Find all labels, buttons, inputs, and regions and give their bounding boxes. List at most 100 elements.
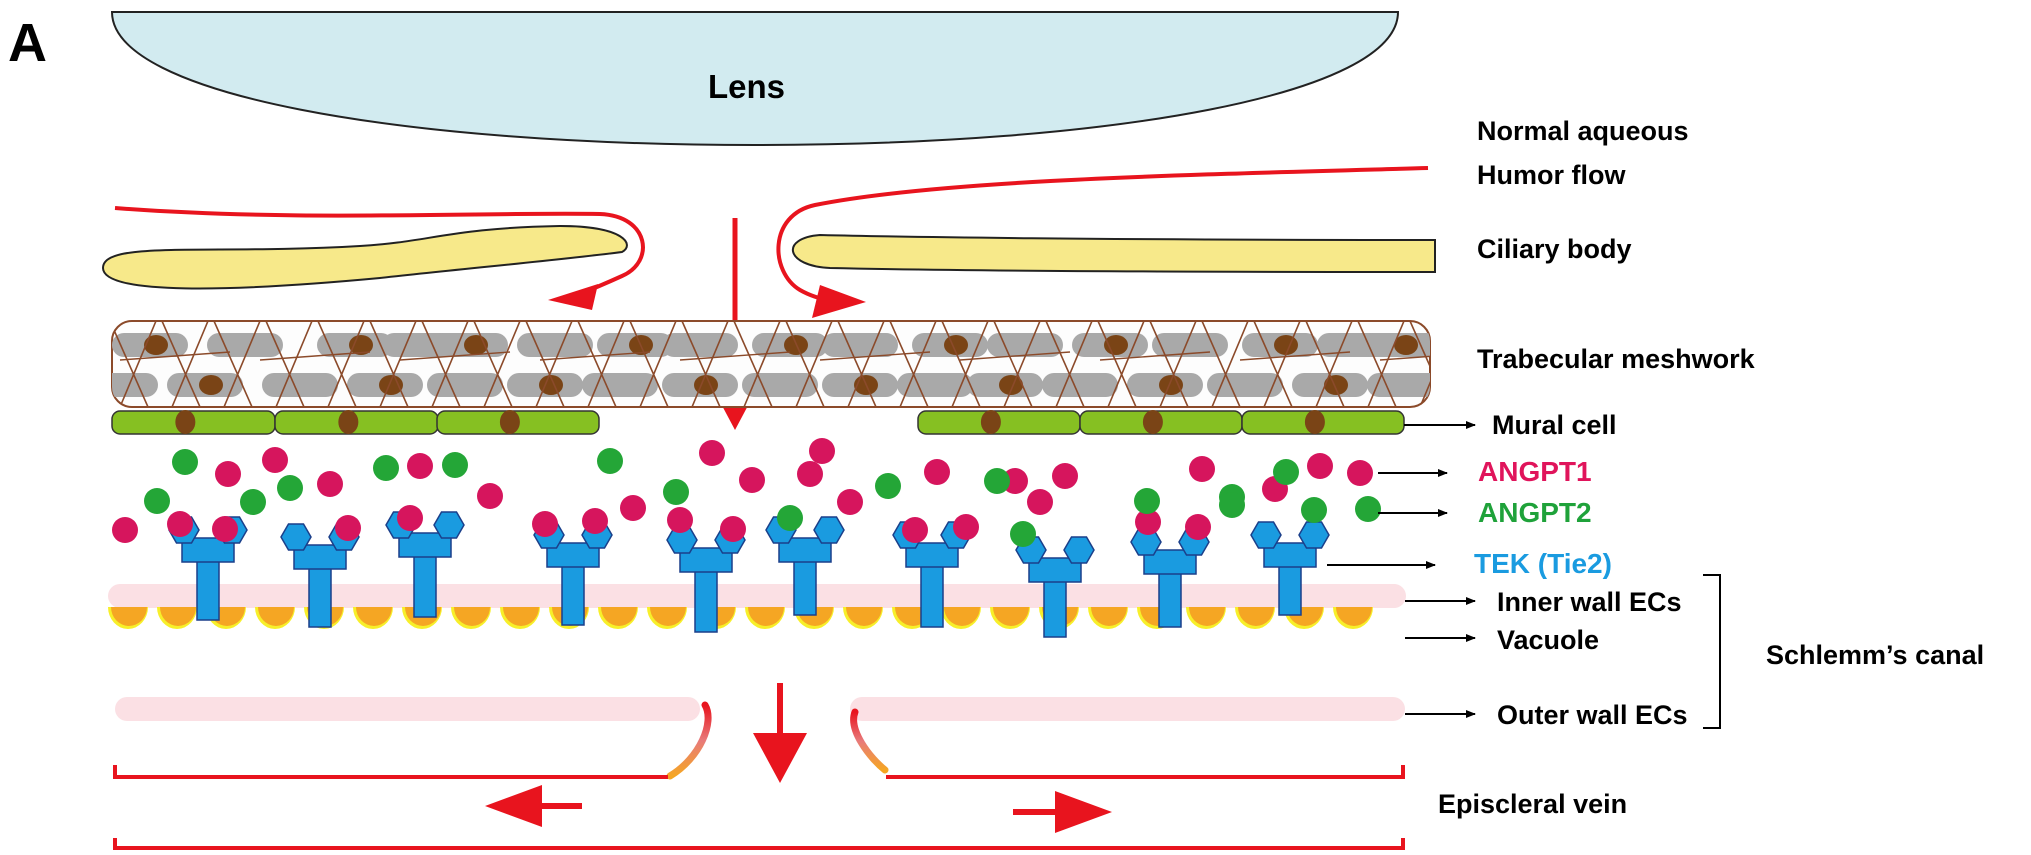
mural-nucleus: [175, 410, 196, 434]
vacuole: [601, 607, 637, 626]
angpt1-molecule: [1135, 509, 1161, 535]
trabecular-cell: [1367, 373, 1430, 397]
tek-stem: [1158, 565, 1182, 628]
trabecular-meshwork-label: Trabecular meshwork: [1477, 344, 1755, 374]
angpt1-molecule: [1052, 463, 1078, 489]
angpt1-molecule: [1189, 456, 1215, 482]
trabecular-nucleus: [1394, 335, 1418, 355]
episcleral-vein: [113, 765, 1405, 850]
angpt1-molecule: [112, 517, 138, 543]
trabecular-beam: [1419, 321, 1430, 407]
tek-arm: [280, 523, 312, 551]
trabecular-beam: [679, 351, 791, 361]
trabecular-cell: [517, 333, 593, 357]
angpt2-label: ANGPT2: [1478, 497, 1592, 528]
trabecular-beam: [1367, 321, 1405, 407]
angpt1-molecule: [407, 453, 433, 479]
trabecular-beam: [1107, 321, 1145, 407]
angpt1-molecule: [167, 511, 193, 537]
schlemms-canal-bracket: [1703, 574, 1721, 729]
angpt1-molecule: [397, 505, 423, 531]
trabecular-nucleus: [1159, 375, 1183, 395]
vacuole: [503, 607, 539, 626]
angpt2-molecule: [1134, 488, 1160, 514]
angpt1-molecule: [667, 507, 693, 533]
angpt2-molecule: [373, 455, 399, 481]
trabecular-cell: [742, 373, 818, 397]
trabecular-beam: [1159, 321, 1197, 407]
trabecular-nucleus: [199, 375, 223, 395]
angpt1-molecule: [809, 438, 835, 464]
angpt2-molecule: [240, 489, 266, 515]
trabecular-beam: [785, 321, 825, 407]
trabecular-beam: [473, 321, 513, 407]
trabecular-cell: [262, 373, 338, 397]
trabecular-beam: [847, 321, 885, 407]
trabecular-beam: [837, 321, 877, 407]
vacuole: [1336, 607, 1372, 626]
angpt1-molecule: [699, 440, 725, 466]
trabecular-beam: [795, 321, 833, 407]
trabecular-beam: [941, 321, 981, 407]
vacuole: [258, 607, 294, 626]
trabecular-beam: [112, 321, 149, 407]
trabecular-nucleus: [1324, 375, 1348, 395]
angpt1-molecule: [212, 516, 238, 542]
trabecular-beam: [1097, 321, 1137, 407]
vacuole: [846, 607, 882, 626]
trabecular-cell: [662, 333, 738, 357]
trabecular-beam: [1099, 351, 1211, 361]
trabecular-beam: [1305, 321, 1345, 407]
trabecular-beam: [1055, 321, 1093, 407]
vacuole: [1238, 607, 1274, 626]
angpt2-molecule: [663, 479, 689, 505]
trabecular-beam: [421, 321, 461, 407]
angpt1-molecule: [924, 459, 950, 485]
vacuole-label: Vacuole: [1497, 625, 1600, 655]
trabecular-beam: [959, 351, 1071, 361]
trabecular-beam: [743, 321, 781, 407]
trabecular-beam: [819, 351, 931, 361]
angpt1-molecule: [477, 483, 503, 509]
trabecular-beam: [161, 321, 201, 407]
trabecular-beam: [1315, 321, 1353, 407]
angpt1-molecule: [262, 447, 288, 473]
angpt1-molecule: [532, 511, 558, 537]
angpt2-molecule: [442, 452, 468, 478]
trabecular-nucleus: [1274, 335, 1298, 355]
angpt1-molecule: [1027, 489, 1053, 515]
trabecular-beam: [733, 321, 773, 407]
angpt1-molecule: [317, 471, 343, 497]
angpt1-molecule: [739, 467, 765, 493]
trabecular-nucleus: [999, 375, 1023, 395]
trabecular-beam: [317, 321, 357, 407]
trabecular-beam: [399, 351, 511, 361]
vacuole: [993, 607, 1029, 626]
angpt1-molecule: [720, 516, 746, 542]
angpt2-molecule: [984, 468, 1010, 494]
trabecular-beam: [171, 321, 209, 407]
tek-stem: [308, 560, 332, 628]
angpt2-molecule: [1219, 492, 1245, 518]
trabecular-cell: [582, 373, 658, 397]
trabecular-beam: [379, 321, 417, 407]
angiopoietin-molecules: [112, 438, 1381, 547]
trabecular-cell: [1042, 373, 1118, 397]
ciliary-body-left: [101, 224, 628, 290]
trabecular-beam: [1211, 321, 1249, 407]
tek-arm: [813, 516, 845, 544]
tek-receptor: [280, 523, 360, 628]
angpt2-molecule: [777, 505, 803, 531]
angpt1-molecule: [797, 461, 823, 487]
tek-stem: [196, 553, 220, 621]
angpt2-molecule: [597, 448, 623, 474]
trabecular-beam: [539, 351, 651, 361]
tek-receptor: [1015, 536, 1095, 638]
trabecular-beam: [993, 321, 1033, 407]
vacuole: [748, 607, 784, 626]
tek-stem: [920, 558, 944, 628]
humor-flow-label: Humor flow: [1477, 160, 1626, 190]
angpt2-molecule: [144, 488, 170, 514]
panel-letter: A: [8, 13, 47, 73]
